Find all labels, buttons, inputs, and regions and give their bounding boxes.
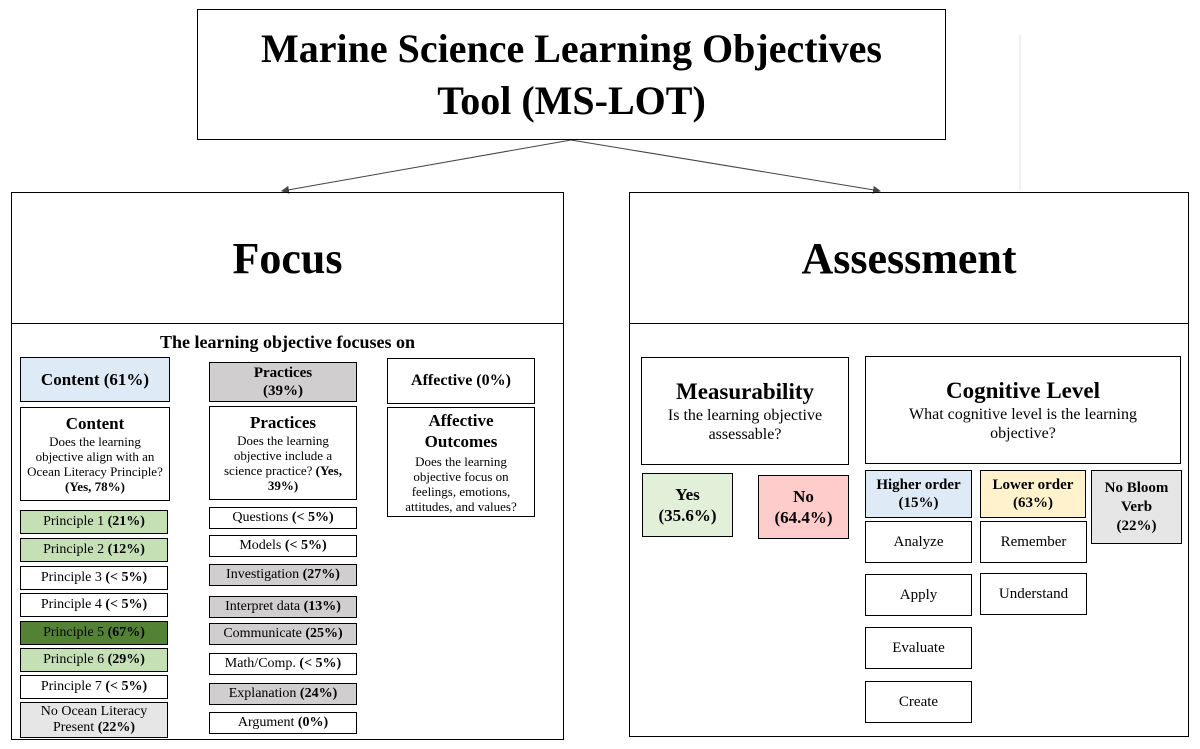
practices-tag: Practices (39%) — [209, 362, 357, 402]
focus-panel: Focus — [11, 192, 564, 740]
content-title: Content — [65, 414, 125, 433]
measurability-title: Measurability — [676, 379, 814, 404]
lower-item-remember: Remember — [980, 521, 1087, 563]
cognitive-level-box: Cognitive Level What cognitive level is … — [865, 356, 1181, 464]
higher-item-analyze: Analyze — [865, 521, 972, 563]
title-line-1: Marine Science Learning Objectives — [261, 25, 882, 71]
affective-question: Does the learning objective focus on fee… — [405, 454, 517, 514]
content-item-principle-3: Principle 3 (< 5%) — [20, 566, 168, 590]
content-item-principle-1: Principle 1 (21%) — [20, 510, 168, 534]
practices-item-communicate: Communicate (25%) — [209, 623, 357, 645]
practices-item-argument: Argument (0%) — [209, 712, 357, 734]
practices-item-math-comp: Math/Comp. (< 5%) — [209, 653, 357, 675]
cognitive-level-title: Cognitive Level — [946, 378, 1100, 403]
practices-box: Practices Does the learning objective in… — [209, 406, 357, 500]
practices-item-questions: Questions (< 5%) — [209, 507, 357, 529]
practices-item-investigation: Investigation (27%) — [209, 564, 357, 586]
affective-title: Affective Outcomes — [424, 411, 498, 451]
content-question: Does the learning objective align with a… — [27, 434, 163, 494]
arrow-to-focus — [281, 139, 572, 194]
higher-item-create: Create — [865, 681, 972, 723]
cognitive-level-question: What cognitive level is the learning obj… — [909, 406, 1137, 442]
higher-item-apply: Apply — [865, 574, 972, 616]
affective-tag: Affective (0%) — [387, 358, 535, 404]
content-item-principle-5: Principle 5 (67%) — [20, 621, 168, 645]
practices-title: Practices — [249, 413, 317, 432]
practices-item-models: Models (< 5%) — [209, 535, 357, 557]
practices-question: Does the learning objective include a sc… — [223, 433, 342, 493]
focus-header: Focus — [12, 193, 563, 324]
arrow-to-assessment — [570, 139, 881, 194]
practices-item-interpret-data: Interpret data (13%) — [209, 596, 357, 618]
measurability-yes: Yes (35.6%) — [642, 473, 733, 537]
practices-item-explanation: Explanation (24%) — [209, 683, 357, 705]
focus-subtitle: The learning objective focuses on — [160, 332, 415, 352]
higher-item-evaluate: Evaluate — [865, 627, 972, 669]
measurability-question: Is the learning objective assessable? — [667, 407, 823, 443]
higher-order-tag: Higher order (15%) — [865, 470, 972, 518]
content-box: Content Does the learning objective alig… — [20, 407, 170, 501]
content-item-principle-2: Principle 2 (12%) — [20, 538, 168, 562]
lower-item-understand: Understand — [980, 573, 1087, 615]
title-line-2: Tool (MS-LOT) — [437, 77, 706, 123]
measurability-no: No (64.4%) — [758, 475, 849, 539]
content-item-principle-4: Principle 4 (< 5%) — [20, 593, 168, 617]
content-item-principle-6: Principle 6 (29%) — [20, 648, 168, 672]
assessment-header: Assessment — [630, 193, 1188, 324]
affective-box: Affective Outcomes Does the learning obj… — [387, 407, 535, 517]
assessment-panel: Assessment — [629, 192, 1189, 737]
content-item-principle-7: Principle 7 (< 5%) — [20, 675, 168, 699]
measurability-box: Measurability Is the learning objective … — [641, 357, 849, 465]
diagram-title: Marine Science Learning Objectives Tool … — [197, 9, 946, 140]
content-tag: Content (61%) — [20, 357, 170, 402]
no-bloom-verb-tag: No Bloom Verb (22%) — [1091, 470, 1182, 544]
lower-order-tag: Lower order (63%) — [980, 470, 1086, 518]
content-item-no-ocean-literacy: No Ocean Literacy Present (22%) — [20, 702, 168, 738]
